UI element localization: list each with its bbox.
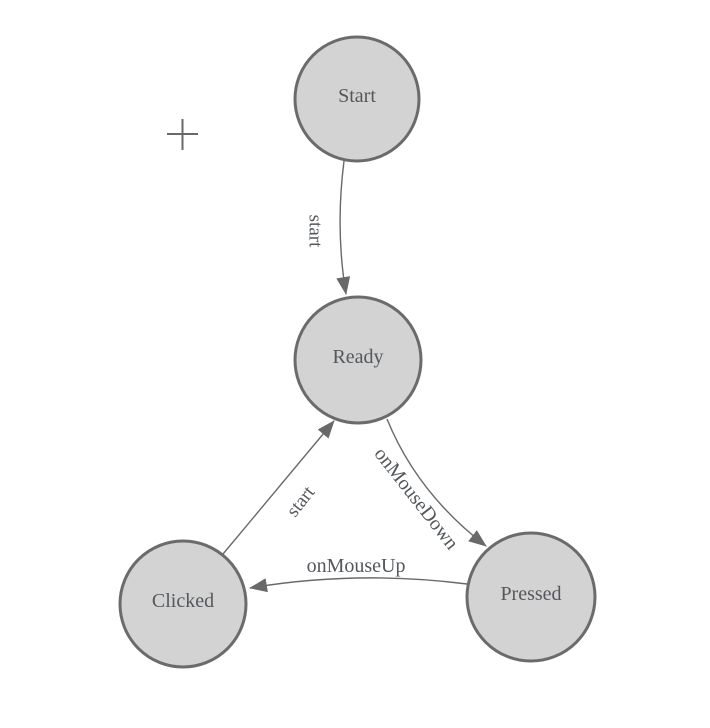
edge-label-onmouseup: onMouseUp bbox=[307, 555, 406, 577]
state-label: Ready bbox=[332, 346, 383, 368]
edge-line[interactable] bbox=[249, 577, 468, 593]
edge-pressed-to-clicked[interactable]: onMouseUp bbox=[249, 555, 468, 593]
node-clicked[interactable]: Clicked bbox=[118, 539, 248, 669]
edge-label-start: start bbox=[304, 215, 325, 248]
node-ready[interactable]: Ready bbox=[293, 295, 423, 425]
plus-marker-icon bbox=[167, 119, 198, 150]
state-circle[interactable] bbox=[293, 35, 421, 163]
edge-line[interactable] bbox=[386, 418, 487, 547]
state-circle[interactable] bbox=[465, 531, 597, 663]
node-start[interactable]: Start bbox=[293, 35, 421, 163]
state-circle[interactable] bbox=[118, 539, 248, 669]
state-label: Start bbox=[338, 85, 376, 107]
state-circle[interactable] bbox=[293, 295, 423, 425]
state-label: Clicked bbox=[152, 590, 214, 612]
edge-line[interactable] bbox=[336, 160, 351, 295]
state-label: Pressed bbox=[500, 583, 561, 605]
edge-start-to-ready[interactable]: start bbox=[304, 160, 351, 295]
node-pressed[interactable]: Pressed bbox=[465, 531, 597, 663]
edge-line[interactable] bbox=[222, 420, 335, 555]
